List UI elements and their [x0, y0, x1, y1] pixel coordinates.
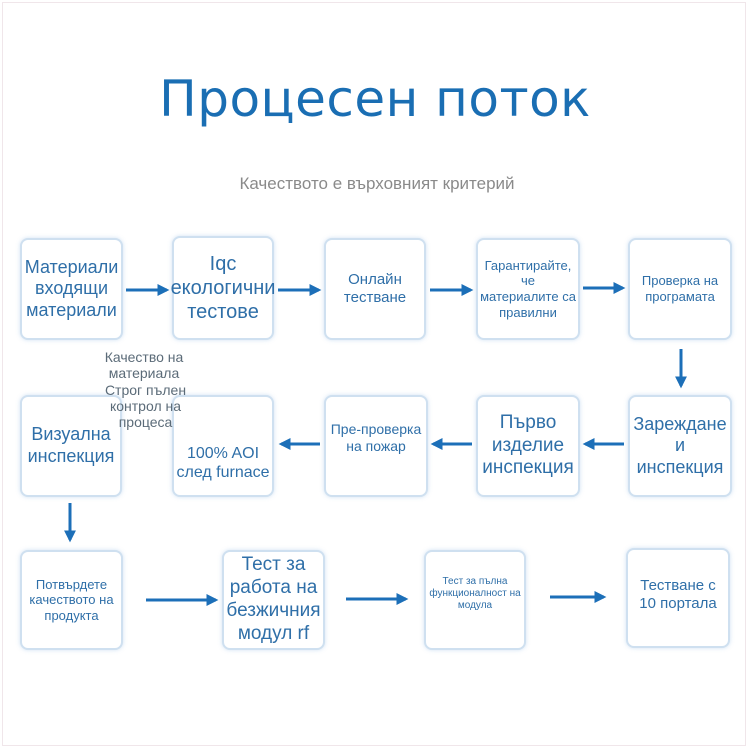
step-full-function-test-label: Тест за пълна функционалност на модула [429, 576, 521, 611]
step-aoi-after-furnace: 100% AOI след furnace [172, 395, 274, 497]
step-confirm-quality: Потвърдете качеството на продукта [20, 550, 123, 650]
step-iqc-tests-label: Iqc екологични тестове [170, 253, 276, 323]
step-fire-precheck: Пре-проверка на пожар [324, 395, 428, 497]
step-rf-module-test-label: Тест за работа на безжичния модул rf [226, 554, 321, 644]
step-incoming-materials: Материали входящи материали [20, 238, 123, 340]
step-first-article: Първо изделие инспекция [476, 395, 580, 497]
step-rf-module-test: Тест за работа на безжичния модул rf [222, 550, 325, 650]
step-incoming-materials-label: Материали входящи материали [24, 256, 119, 320]
step-online-testing: Онлайн тестване [324, 238, 426, 340]
step-loading-inspection-label: Зареждане и инспекция [633, 413, 727, 477]
page-title: Процесен поток [159, 70, 591, 128]
step-program-check-label: Проверка на програмата [641, 273, 719, 304]
step-fire-precheck-label: Пре-проверка на пожар [330, 421, 422, 454]
step-program-check: Проверка на програмата [628, 238, 732, 340]
step-iqc-tests: Iqc екологични тестове [170, 236, 276, 340]
step-confirm-quality-label: Потвърдете качеството на продукта [29, 576, 114, 623]
step-visual-inspection-label: Визуална инспекция [27, 424, 115, 466]
step-ensure-materials-label: Гарантирайте, че материалите са правилни [480, 257, 576, 320]
strict-control-note: Строг пълен контрол на процеса [104, 382, 187, 431]
step-full-function-test: Тест за пълна функционалност на модула [424, 550, 526, 650]
step-ten-portal-test: Тестване с 10 портала [626, 548, 730, 648]
step-first-article-label: Първо изделие инспекция [482, 411, 574, 479]
step-online-testing-label: Онлайн тестване [343, 271, 407, 306]
quality-material-note: Качество на материала [104, 349, 184, 382]
step-ten-portal-test-label: Тестване с 10 портала [639, 577, 717, 612]
step-ensure-materials: Гарантирайте, че материалите са правилни [476, 238, 580, 340]
step-aoi-after-furnace-label: 100% AOI след furnace [176, 444, 270, 481]
step-loading-inspection: Зареждане и инспекция [628, 395, 732, 497]
page-subtitle: Качеството е върховният критерий [239, 174, 515, 193]
step-visual-inspection: Визуална инспекция [20, 395, 122, 497]
